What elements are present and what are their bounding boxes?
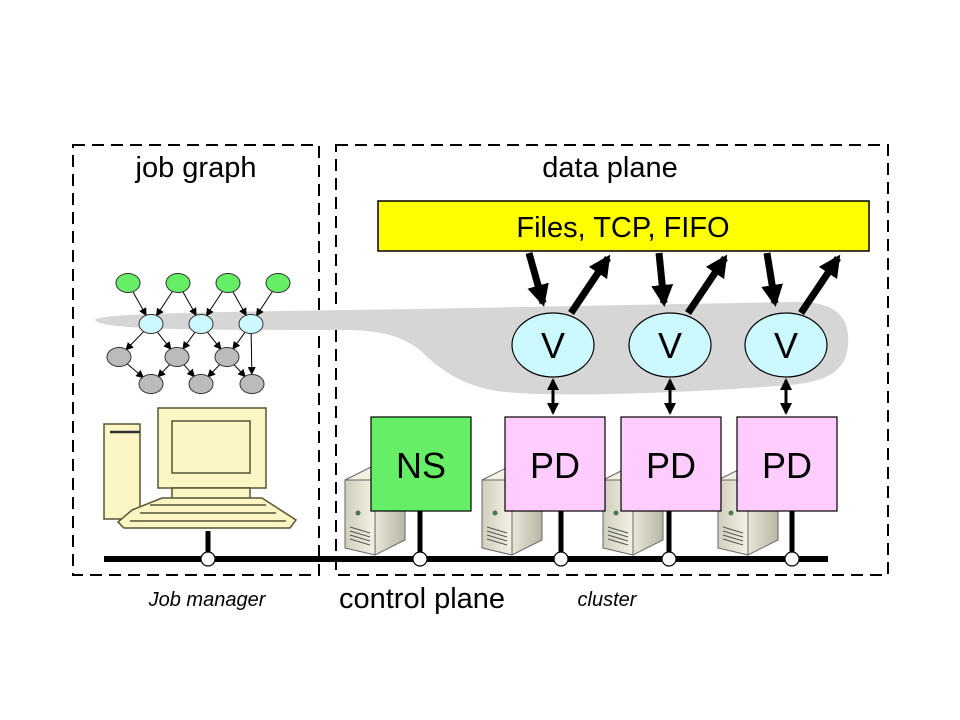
vertex-2: V	[744, 312, 828, 378]
dag-inner-node	[214, 347, 240, 367]
dag-edge	[125, 330, 146, 351]
dag-edge	[205, 290, 224, 317]
dag-middle-node	[188, 314, 214, 334]
dag-edge	[181, 290, 197, 317]
dag-input-node	[265, 273, 291, 293]
bus-nodes	[200, 551, 800, 567]
dag-edge	[131, 290, 147, 317]
process-daemon-2: PD	[736, 416, 838, 512]
name-server: NS	[370, 416, 472, 512]
data-plane-region	[335, 144, 889, 576]
storage-bar	[377, 200, 870, 252]
storage-bar-label: Files, TCP, FIFO	[516, 212, 729, 244]
vertex-label: V	[774, 325, 798, 366]
dag-inner-node	[106, 347, 132, 367]
dag-output-node	[239, 374, 265, 394]
vertex-label: V	[541, 325, 565, 366]
dag-edge	[182, 330, 197, 350]
bus-drops	[205, 510, 795, 556]
vertex-daemon-links	[547, 378, 792, 415]
dag-edge	[232, 363, 246, 378]
dag-input-node	[165, 273, 191, 293]
dag-edge	[247, 332, 256, 376]
job-graph-dag	[106, 273, 291, 394]
dag-middle-node	[138, 314, 164, 334]
dag-edge	[206, 330, 222, 350]
process-daemon-label: PD	[762, 445, 812, 486]
cluster-label: cluster	[578, 589, 638, 611]
name-server-label: NS	[396, 445, 446, 486]
vertex-1: V	[628, 312, 712, 378]
job-graph-title: job graph	[135, 152, 257, 184]
dag-inner-node	[164, 347, 190, 367]
dag-middle-node	[238, 314, 264, 334]
dag-input-node	[215, 273, 241, 293]
process-daemon-1: PD	[620, 416, 722, 512]
dag-edge	[231, 290, 247, 317]
data-plane-title: data plane	[542, 152, 677, 184]
dag-edge	[157, 363, 172, 378]
dag-edge	[207, 363, 222, 378]
job-manager-computer-icon	[103, 407, 298, 529]
vertex-0: V	[511, 312, 595, 378]
process-daemon-0: PD	[504, 416, 606, 512]
dag-output-node	[188, 374, 214, 394]
vertex-label: V	[658, 325, 682, 366]
dag-edge	[156, 330, 172, 350]
control-plane-label: control plane	[339, 583, 505, 615]
process-daemon-label: PD	[646, 445, 696, 486]
dag-edge	[182, 363, 196, 378]
dag-output-node	[138, 374, 164, 394]
process-daemon-label: PD	[530, 445, 580, 486]
dag-edge	[155, 290, 174, 317]
dag-edge	[232, 330, 247, 350]
job-manager-label: Job manager	[148, 589, 267, 611]
dag-edge	[255, 290, 274, 317]
data-flow-arrows	[525, 252, 841, 315]
dag-edge	[125, 362, 145, 379]
job-graph-region	[72, 144, 320, 576]
dag-input-node	[115, 273, 141, 293]
